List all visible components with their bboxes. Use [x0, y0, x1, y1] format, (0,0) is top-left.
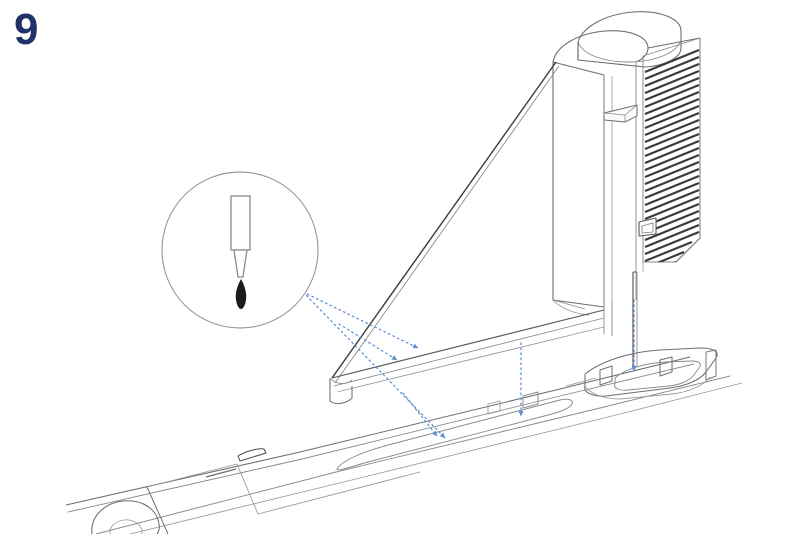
alignment-pin: [632, 271, 638, 367]
panel-line-a: [146, 486, 169, 534]
receiver-cavity: [614, 360, 701, 391]
spine-fairing: [336, 398, 573, 471]
receiver-skirt-b: [565, 377, 597, 387]
fin-root-lower: [336, 326, 605, 393]
glue-bottle-body: [230, 195, 251, 251]
leader-to-fin-root-upper: [302, 291, 419, 349]
fuselage-top-line: [65, 356, 691, 506]
panel-front-face: [552, 61, 605, 308]
fuselage-lower-line-2: [129, 382, 743, 534]
receiver-skirt-a: [584, 376, 711, 400]
receiver-mechanism: [487, 347, 718, 415]
panel-top-bar: [577, 11, 682, 68]
fin-root-upper: [331, 309, 605, 379]
vertical-fin: [329, 61, 605, 405]
fin-tip-block-top: [329, 377, 353, 384]
vertical-grille-panel: [552, 11, 701, 367]
fuselage-lower-line: [95, 375, 731, 534]
leader-branch-fin-upper: [338, 323, 398, 361]
mounting-ledge: [603, 104, 638, 123]
receiver-step-far-left: [487, 400, 501, 415]
receiver-housing-top: [584, 347, 718, 397]
panel-line-d: [146, 463, 238, 488]
receiver-end-plate: [705, 349, 717, 381]
leader-lines: [302, 291, 637, 439]
panel-line-c: [257, 471, 421, 515]
panel-base-step: [552, 299, 613, 336]
nose-radome: [91, 500, 160, 534]
panel-line-b: [236, 463, 259, 515]
nose-radome-inner: [109, 519, 143, 534]
leader-branch-fuselage: [402, 392, 438, 437]
leader-to-fin-root-lower: [302, 291, 446, 439]
panel-top-bar-inner-edge: [577, 39, 682, 63]
glue-application-detail: [161, 171, 319, 329]
fuselage-top-line-2: [67, 363, 695, 513]
glue-bottle-nozzle: [233, 249, 248, 278]
louver-grille: [644, 49, 700, 262]
fin-leading-edge-inner: [334, 65, 560, 384]
fuselage-body: [65, 356, 743, 534]
spine-detail-line: [205, 468, 237, 478]
fin-tip-block: [329, 378, 353, 405]
panel-top-cap: [552, 30, 649, 63]
glue-droplet: [235, 279, 247, 309]
fin-root-mid: [333, 317, 605, 387]
spine-detail: [237, 448, 267, 462]
retention-clip: [638, 217, 657, 237]
receiver-tab-left: [599, 365, 613, 386]
step-number: 9: [14, 5, 39, 54]
receiver-step-left: [522, 391, 539, 409]
receiver-tab-right: [659, 356, 673, 377]
fin-leading-edge: [331, 61, 557, 379]
